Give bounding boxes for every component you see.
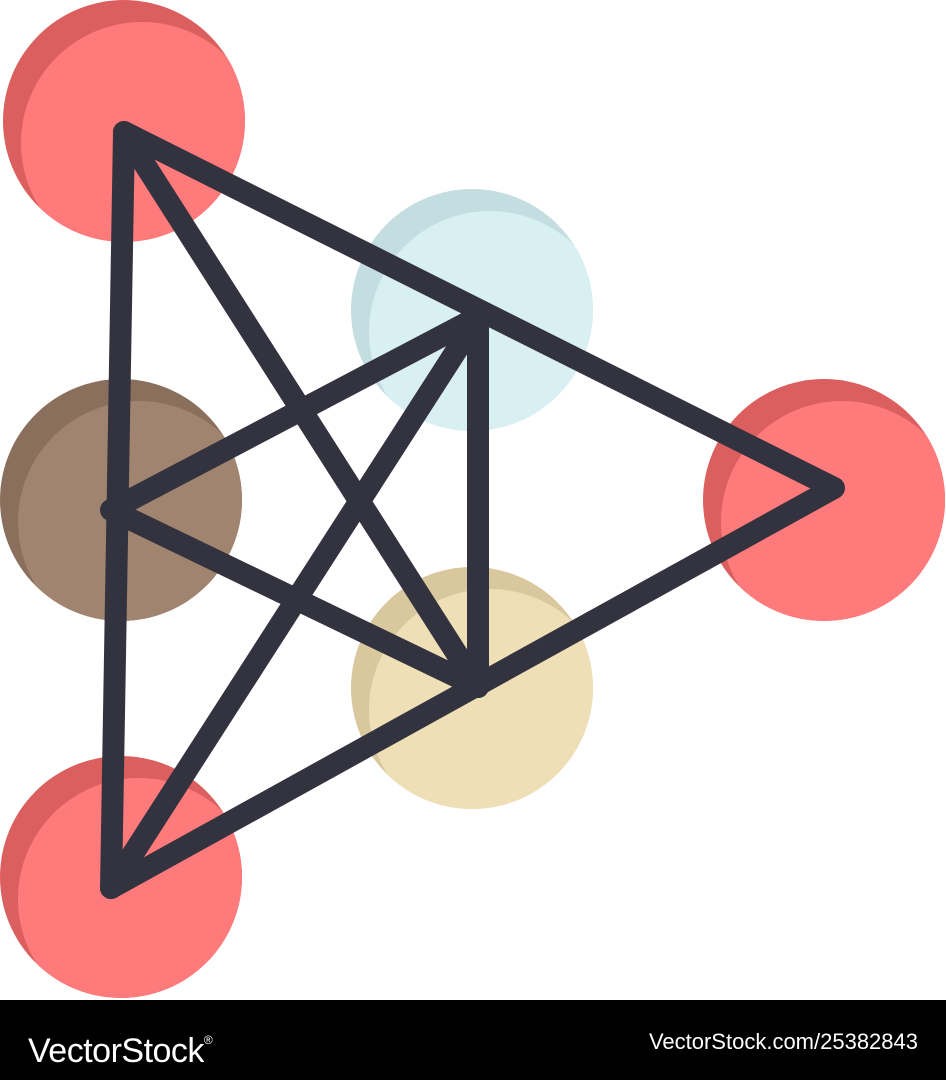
vectorstock-logo: VectorStock® xyxy=(28,1018,213,1073)
image-credit: VectorStock.com/25382843 xyxy=(648,1029,918,1054)
lower-cross-line xyxy=(100,306,489,899)
brand-name: VectorStock xyxy=(28,1032,204,1070)
connection-lines xyxy=(100,121,845,899)
registered-mark: ® xyxy=(203,1033,213,1047)
watermark-footer: VectorStock® VectorStock.com/25382843 xyxy=(0,1000,946,1080)
right-node xyxy=(703,379,945,621)
network-icon-artwork xyxy=(0,0,945,998)
